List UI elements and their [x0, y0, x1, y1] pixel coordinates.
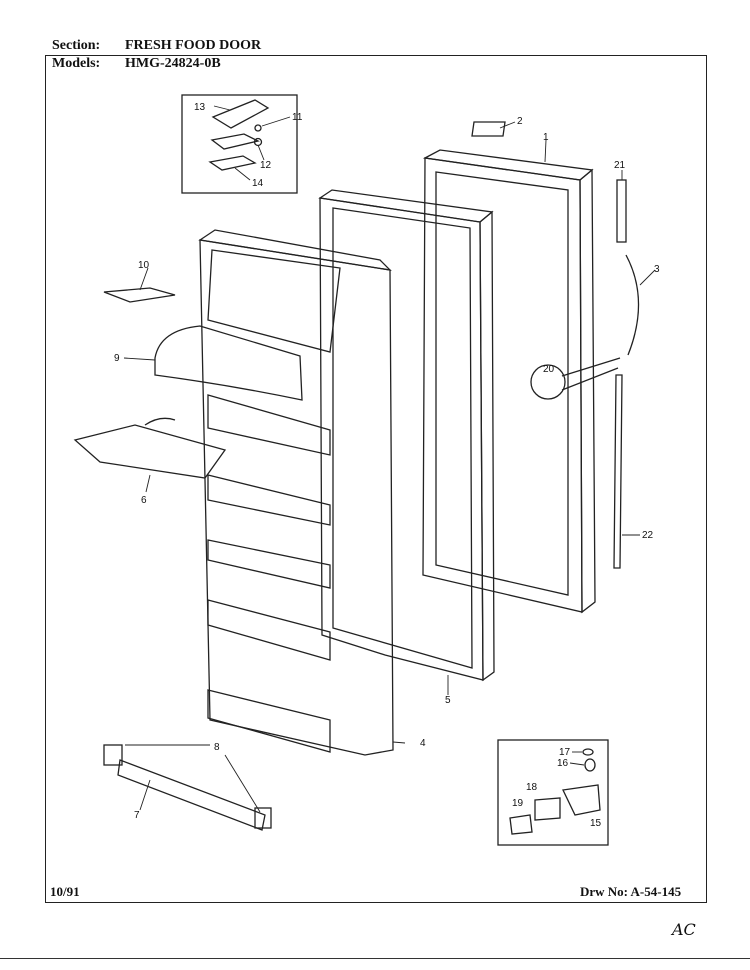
callout-17: 17	[559, 747, 571, 758]
part-20-callout-circle	[530, 364, 566, 400]
part-1-inner-opening	[435, 171, 569, 596]
handwritten-initials: AC	[672, 920, 696, 939]
part-5-inner	[332, 207, 473, 669]
part-6-handle	[144, 417, 176, 426]
part-19	[509, 814, 533, 835]
part-18	[534, 797, 561, 821]
part-21-strip	[616, 179, 627, 243]
callout-9: 9	[114, 353, 120, 364]
callout-12: 12	[260, 160, 272, 171]
part-5-top	[318, 189, 494, 223]
part-8-end-cap-left	[103, 744, 123, 766]
part-1-top-edge	[422, 149, 594, 181]
part-3-door-stop	[625, 254, 640, 356]
shelf-3	[207, 539, 331, 589]
shelf-2	[207, 474, 331, 526]
models-label: Models:	[52, 56, 101, 71]
inset-box-hinge-parts	[497, 739, 609, 846]
callout-7: 7	[134, 810, 140, 821]
callout-2: 2	[517, 116, 523, 127]
part-7-rail	[117, 759, 266, 831]
drawing-frame	[45, 55, 707, 903]
callout-10: 10	[138, 260, 150, 271]
drawing-number: Drw No: A-54-145	[580, 884, 682, 899]
shelf-5	[207, 689, 331, 753]
callout-18: 18	[526, 782, 538, 793]
callout-1: 1	[543, 132, 549, 143]
part-10-cover	[103, 287, 176, 303]
shelf-1	[207, 394, 331, 456]
part-6-egg-tray	[73, 424, 227, 479]
part-5-gasket	[319, 197, 484, 681]
callout-4: 4	[420, 738, 426, 749]
callout-6: 6	[141, 495, 147, 506]
section-label: Section:	[52, 38, 101, 53]
model-number: HMG-24824-0B	[125, 56, 221, 71]
callout-5: 5	[445, 695, 451, 706]
part-1-door-panel	[422, 157, 583, 613]
part-16	[584, 758, 596, 772]
callout-8: 8	[214, 742, 220, 753]
callout-13: 13	[194, 102, 206, 113]
callout-19: 19	[512, 798, 524, 809]
part-2-plug	[471, 121, 506, 137]
part-4-upper-bin	[207, 249, 341, 353]
callout-15: 15	[590, 818, 602, 829]
part-4-top	[198, 229, 392, 271]
section-title: FRESH FOOD DOOR	[125, 38, 262, 53]
part-4-liner	[199, 239, 394, 756]
part-5-side	[479, 210, 495, 682]
part-13-hinge-cover	[211, 99, 270, 129]
callout-20: 20	[543, 364, 555, 375]
revision-date: 10/91	[50, 884, 80, 899]
page-edge-line	[0, 958, 750, 959]
part-11-screw	[254, 124, 262, 132]
shelf-4	[207, 599, 331, 661]
part-14-gasket	[210, 133, 260, 150]
inset-box-hinge-cover	[181, 94, 298, 194]
callout-3: 3	[654, 264, 660, 275]
part-15	[562, 784, 601, 816]
part-8-end-cap-right	[254, 807, 272, 829]
part-14-plate	[208, 155, 257, 171]
callout-11: 11	[292, 112, 303, 123]
part-1-side-edge	[579, 168, 596, 614]
callout-16: 16	[557, 758, 569, 769]
callout-22: 22	[642, 530, 654, 541]
part-22-strip	[613, 374, 623, 569]
part-17	[582, 748, 594, 756]
part-9-dairy-door	[154, 325, 303, 401]
callout-14: 14	[252, 178, 264, 189]
callout-21: 21	[614, 160, 626, 171]
